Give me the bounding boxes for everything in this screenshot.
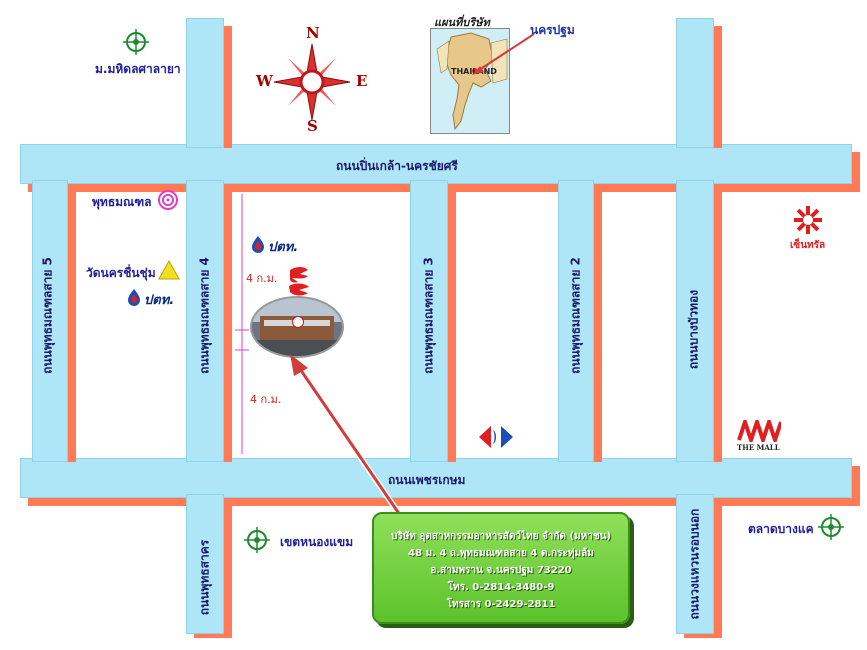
phutthamonthon-target-icon [158, 190, 178, 210]
compass-n: N [306, 24, 320, 42]
company-address-1: 48 ม. 4 ถ.พุทธมณฑลสาย 4 ต.กระทุ่มล้ม [408, 548, 594, 559]
inset-title: แผนที่บริษัท [434, 16, 490, 29]
bangkhae-locator-icon [818, 514, 844, 540]
carrefour-logo-icon [479, 426, 513, 448]
pointer-arrow [290, 354, 405, 520]
road-label-sai5: ถนนพุทธมณฑลสาย 5 [40, 257, 55, 374]
road-label-bangbuathong: ถนนบางบัวทอง [686, 289, 701, 370]
road-label-bottom: ถนนเพชรเกษม [388, 473, 466, 487]
place-the-mall: THE MALL [737, 443, 780, 452]
distance-upper: 4 ก.ม. [246, 272, 278, 285]
ptt-station-1: ปตท. [126, 288, 186, 308]
company-name: บริษัท อุตสาหกรรมอาหารสัตว์ไทย จำกัด (มห… [390, 531, 612, 542]
company-fax: โทรสาร 0-2429-2811 [446, 599, 556, 610]
place-mahidol: ม.มหิดลศาลายา [95, 62, 181, 76]
mahidol-locator-icon [123, 29, 149, 55]
nongkhaem-locator-icon [244, 527, 270, 553]
inset-map: THAILAND [430, 28, 510, 134]
place-wat: วัดนครชื่นชุ่ม [86, 266, 156, 280]
road-label-phutthasakhon: ถนนพุทธสาคร [197, 539, 212, 616]
company-phone: โทร. 0-2814-3480-9 [447, 582, 555, 593]
place-bangkhae: ตลาดบางแค [748, 522, 814, 536]
ptt-label-2: ปตท. [268, 240, 299, 255]
inset-thailand-label: THAILAND [451, 67, 497, 76]
compass-rose-icon [273, 43, 351, 121]
company-photo [250, 296, 344, 358]
place-phutthamonthon: พุทธมณฑล [92, 195, 152, 209]
place-nongkhaem: เขตหนองแขม [280, 535, 354, 549]
thailand-map-icon [431, 29, 509, 133]
road-label-kanchanaphisek: ถนนวงแหวนรอบนอก [687, 508, 702, 620]
distance-marker-line [235, 194, 249, 454]
inset-callout: นครปฐม [530, 23, 575, 37]
ptt-station-2: ปตท. [250, 235, 310, 255]
ptt-label-1: ปตท. [144, 293, 175, 308]
inset-callout-line [472, 33, 535, 75]
ptt-logo-icon [252, 236, 264, 253]
company-info-box: บริษัท อุตสาหกรรมอาหารสัตว์ไทย จำกัด (มห… [372, 512, 630, 624]
ptt-logo-icon [128, 289, 140, 306]
company-logo-icon [289, 267, 309, 296]
road-label-top: ถนนปิ่นเกล้า-นครชัยศรี [336, 159, 458, 173]
compass-w: W [256, 72, 273, 90]
company-address-2: อ.สามพราน จ.นครปฐม 73220 [430, 565, 572, 576]
central-logo-icon [794, 206, 822, 234]
compass-s: S [307, 117, 318, 135]
the-mall-logo-icon [737, 420, 781, 442]
temple-triangle-icon [158, 260, 180, 280]
compass-e: E [356, 72, 368, 90]
place-central: เซ็นทรัล [790, 240, 826, 251]
road-label-sai3: ถนนพุทธมณฑลสาย 3 [421, 257, 436, 374]
road-label-sai2: ถนนพุทธมณฑลสาย 2 [568, 257, 583, 374]
distance-lower: 4 ก.ม. [250, 393, 282, 406]
road-label-sai4: ถนนพุทธมณฑลสาย 4 [197, 257, 212, 374]
